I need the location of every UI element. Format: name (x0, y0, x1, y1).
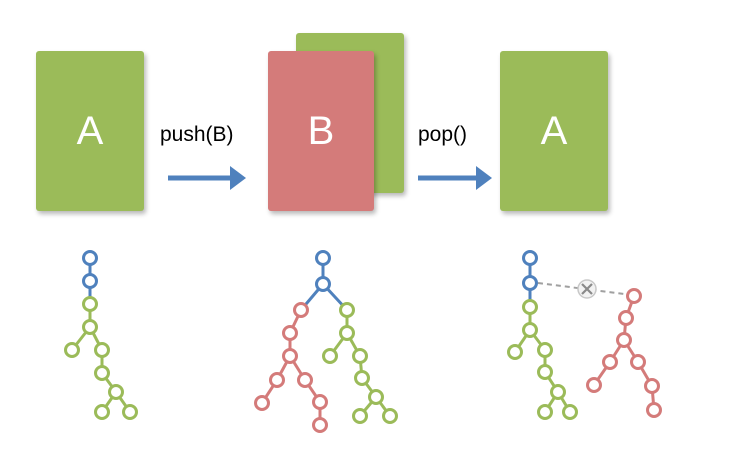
tree-after-push (254, 250, 398, 433)
tree-initial (64, 250, 138, 420)
view-card-b-top: B (268, 51, 374, 211)
view-card-label: A (76, 108, 104, 153)
detached-x-icon (577, 279, 597, 299)
pop-operation-label: pop() (418, 123, 468, 146)
view-card-label: B (307, 108, 335, 153)
view-card-a-initial: A (36, 51, 144, 211)
pop-arrow-icon (418, 166, 492, 190)
tree-after-pop (507, 250, 662, 420)
view-card-label: A (540, 108, 568, 153)
view-card-a-restored: A (500, 51, 608, 211)
push-arrow-icon (168, 166, 246, 190)
push-operation-label: push(B) (160, 123, 234, 146)
